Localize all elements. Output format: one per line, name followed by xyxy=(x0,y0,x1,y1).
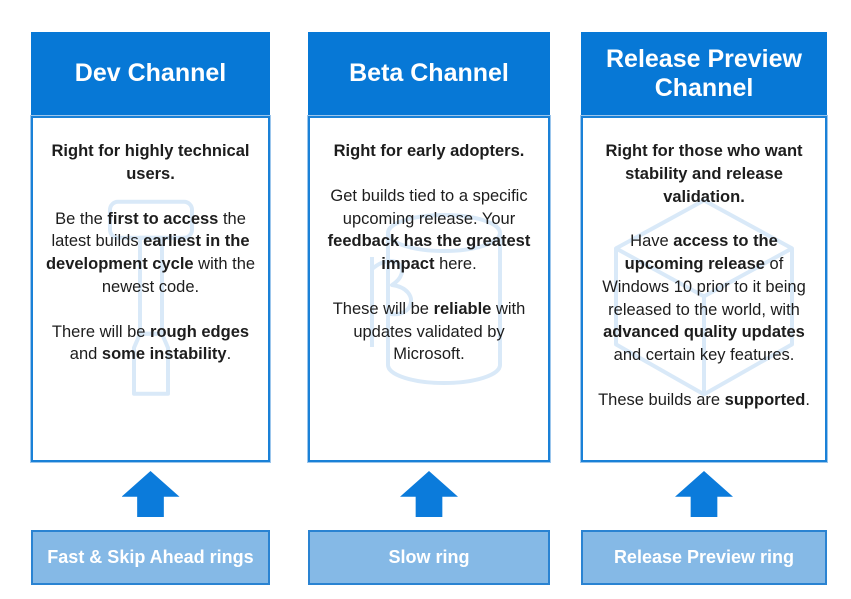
body-paragraph: Get builds tied to a specific upcoming r… xyxy=(327,186,531,274)
body-paragraph: Be the first to access the latest builds… xyxy=(45,209,256,296)
body-paragraph: Right for those who want stability and r… xyxy=(605,142,803,206)
ring-label-slow: Slow ring xyxy=(308,530,550,585)
channel-title-beta: Beta Channel xyxy=(308,32,550,116)
channel-description-release-preview: Right for those who want stability and r… xyxy=(583,118,825,412)
ring-label-fast-skip-ahead: Fast & Skip Ahead rings xyxy=(31,530,270,585)
up-arrow-icon xyxy=(675,471,733,517)
body-paragraph: These builds are supported. xyxy=(598,390,810,409)
body-paragraph: There will be rough edges and some insta… xyxy=(51,322,250,364)
channel-column-dev: Dev Channel Right for highly technical u… xyxy=(31,32,270,585)
body-paragraph: Right for highly technical users. xyxy=(51,142,250,183)
channel-column-release-preview: Release Preview Channel Right for those … xyxy=(581,32,827,585)
channel-column-beta: Beta Channel Right for early adopters. Ge… xyxy=(308,32,550,585)
channel-body-beta: Right for early adopters. Get builds tied… xyxy=(308,116,550,462)
up-arrow-icon xyxy=(121,471,180,517)
channel-body-dev: Right for highly technical users. Be the … xyxy=(31,116,270,462)
up-arrow-icon xyxy=(400,471,458,517)
channel-title-dev: Dev Channel xyxy=(31,32,270,116)
body-paragraph: These will be reliable with updates vali… xyxy=(332,299,526,364)
channel-description-dev: Right for highly technical users. Be the … xyxy=(33,118,268,366)
channel-title-release-preview: Release Preview Channel xyxy=(581,32,827,116)
ring-label-release-preview: Release Preview ring xyxy=(581,530,827,585)
channel-description-beta: Right for early adopters. Get builds tied… xyxy=(310,118,548,366)
channel-body-release-preview: Right for those who want stability and r… xyxy=(581,116,827,462)
body-paragraph: Have access to the upcoming release of W… xyxy=(602,232,806,365)
body-paragraph: Right for early adopters. xyxy=(333,142,525,160)
